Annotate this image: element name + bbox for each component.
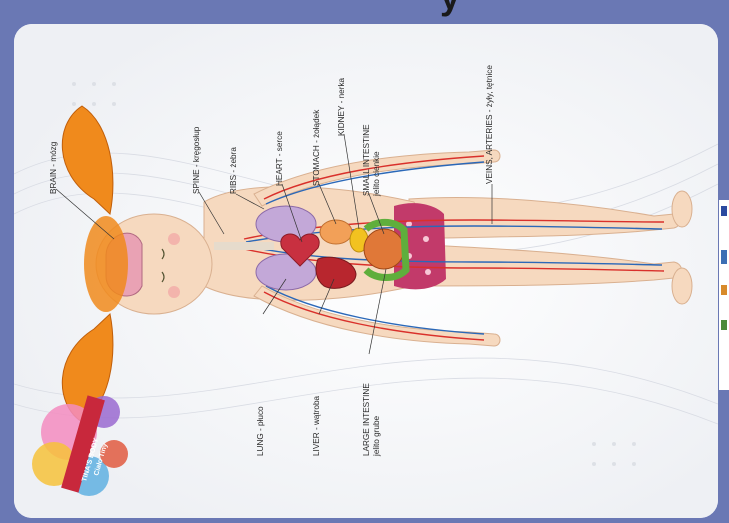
eu-flag-icon [721,206,727,216]
label-spine: SPINE - kręgosłup [192,126,201,194]
cheek-upper [168,233,180,245]
sponsor-logo-icon [721,250,727,264]
cheek-lower [168,286,180,298]
label-lung: LUNG - płuco [256,406,265,456]
small-intestine-organ [364,229,404,269]
label-kidney: KIDNEY - nerka [337,77,346,136]
foot-lower [672,268,692,304]
label-liver: LIVER - wątroba [312,395,321,456]
label-large-intestine: LARGE INTESTINE [362,383,371,456]
poster-card: BRAIN - mózg SPINE - kręgosłup RIBS - że… [14,24,718,518]
label-stomach: STOMACH - żołądek [312,109,321,186]
label-heart: HEART - serce [275,131,284,186]
label-small-intestine-pl: jelito cienkie [372,151,381,197]
label-veins: VEINS, ARTERIES - żyły, tętnice [485,65,494,184]
anatomy-illustration: BRAIN - mózg SPINE - kręgosłup RIBS - że… [14,24,718,518]
top-title-strip: y [0,0,729,24]
label-ribs: RIBS - żebra [229,147,238,194]
foot-upper [672,191,692,227]
hair [84,216,128,312]
sponsor-logo-2-icon [721,285,727,295]
sponsor-strip [719,200,729,390]
label-large-intestine-pl: jelito grube [372,415,381,457]
label-small-intestine: SMALL INTESTINE [362,124,371,196]
top-title-fragment: y [440,0,460,18]
label-brain: BRAIN - mózg [49,141,58,194]
sponsor-logo-3-icon [721,320,727,330]
